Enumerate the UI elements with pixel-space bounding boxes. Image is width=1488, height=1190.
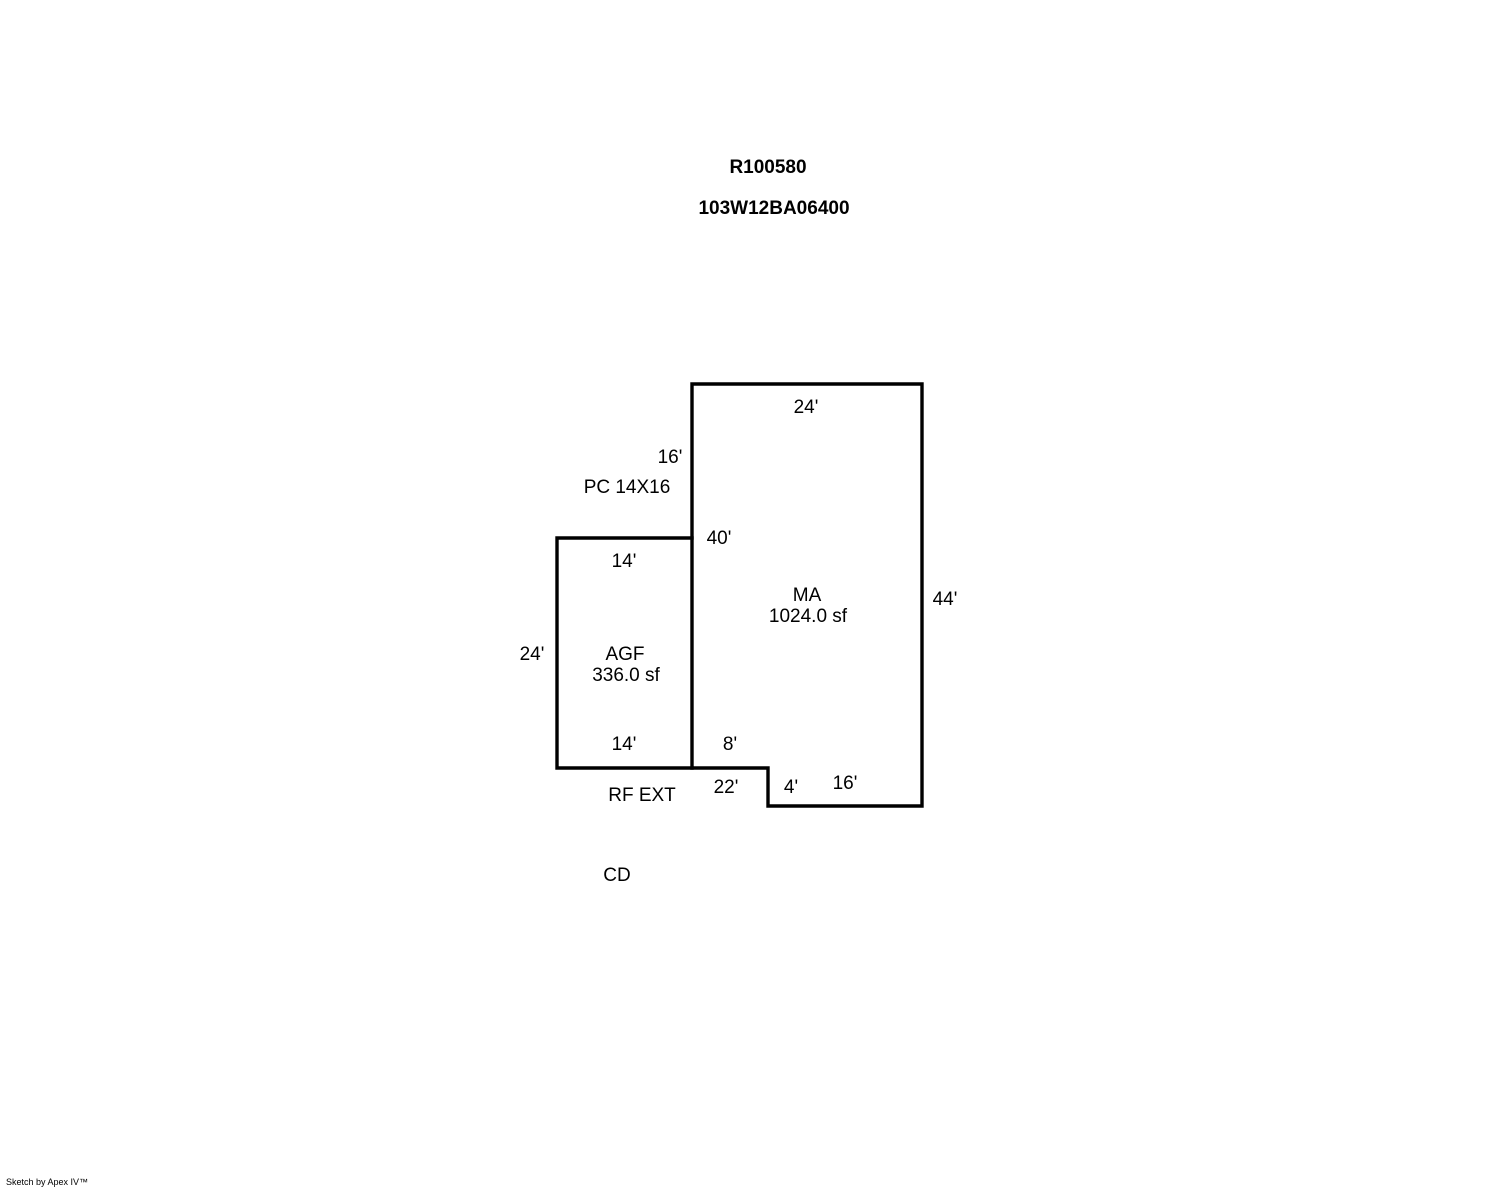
main-area-size: 1024.0 sf: [769, 606, 848, 627]
garage-area-size: 336.0 sf: [592, 665, 660, 686]
dim-agf-left: 24': [520, 644, 545, 665]
garage-outline: [555, 536, 694, 770]
dim-notch-vertical: 4': [784, 777, 798, 798]
dim-ma-bottom: 16': [833, 773, 858, 794]
dim-ma-left-upper: 16': [658, 447, 683, 468]
software-credit: Sketch by Apex IV™: [6, 1177, 89, 1187]
map-tax-lot: 103W12BA06400: [698, 198, 850, 219]
patio-label: PC 14X16: [584, 477, 671, 498]
main-area-code: MA: [793, 585, 822, 606]
dim-agf-bottom: 14': [612, 734, 637, 755]
dim-agf-top: 14': [612, 551, 637, 572]
roof-extension-label: RF EXT: [608, 785, 676, 806]
dim-ma-left-lower: 40': [707, 528, 732, 549]
dim-notch-horizontal: 8': [723, 734, 737, 755]
account-number: R100580: [729, 157, 807, 178]
dim-ma-right: 44': [933, 589, 958, 610]
covered-deck-label: CD: [603, 865, 630, 886]
dim-notch-bottom: 22': [714, 777, 739, 798]
dim-ma-top: 24': [794, 397, 819, 418]
garage-area-code: AGF: [605, 644, 644, 665]
